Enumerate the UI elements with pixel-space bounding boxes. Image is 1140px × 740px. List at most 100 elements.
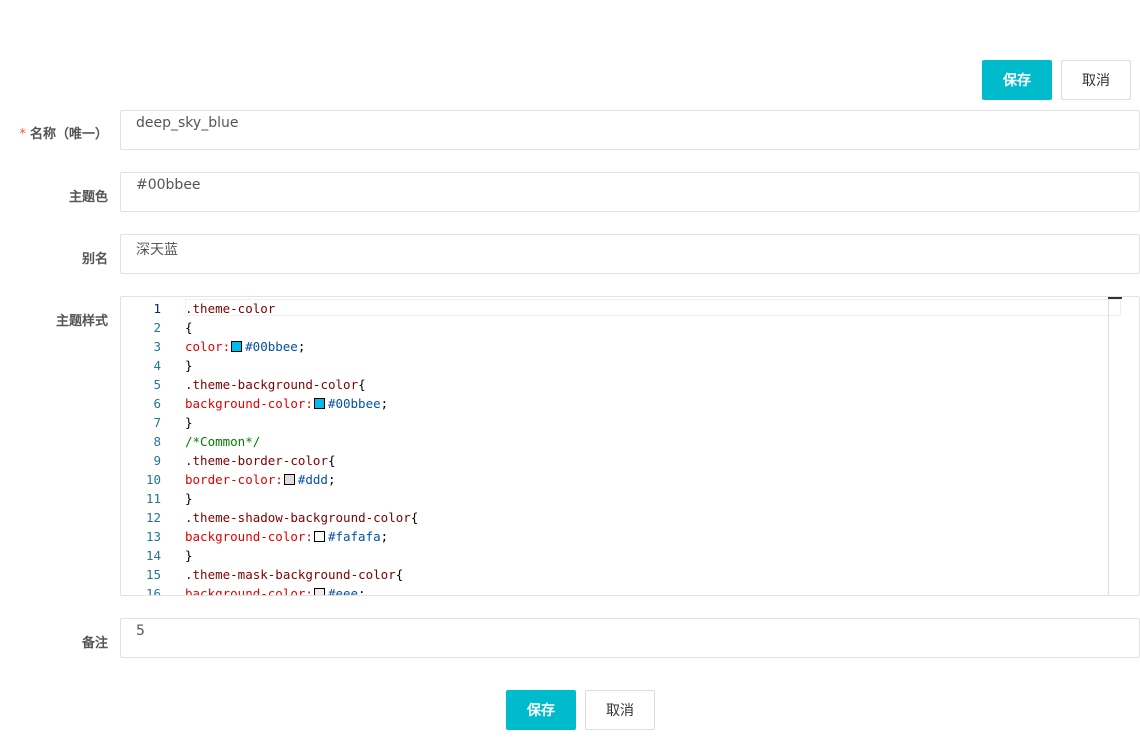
name-input[interactable]: deep_sky_blue [120, 110, 1140, 150]
code-text: .theme-shadow-background-color{ [185, 508, 418, 527]
remark-input[interactable]: 5 [120, 618, 1140, 658]
code-token: /*Common*/ [185, 434, 261, 449]
code-text: .theme-border-color{ [185, 451, 336, 470]
color-swatch-icon[interactable] [231, 341, 243, 352]
cancel-button-top[interactable]: 取消 [1061, 60, 1131, 100]
code-token: ; [358, 586, 366, 596]
code-text: color: #00bbee; [185, 337, 305, 356]
code-token: } [185, 415, 193, 430]
line-number: 8 [153, 434, 161, 449]
code-text: /*Common*/ [185, 432, 260, 451]
line-number: 14 [145, 548, 161, 563]
line-number: 15 [145, 567, 161, 582]
line-number: 2 [153, 320, 161, 335]
remark-label: 备注 [81, 636, 108, 651]
code-token: border-color: [185, 472, 283, 487]
code-token: .theme-background-color [185, 377, 359, 392]
code-text: border-color: #ddd; [185, 470, 335, 489]
color-swatch-icon[interactable] [313, 588, 325, 595]
code-token: .theme-shadow-background-color [185, 510, 411, 525]
code-token: } [185, 548, 193, 563]
code-token: ; [380, 529, 389, 544]
code-token: #fafafa [327, 529, 381, 544]
code-token: #00bbee [327, 396, 381, 411]
editor-scroll-thumb[interactable] [1108, 297, 1122, 299]
code-token: color: [185, 339, 231, 354]
save-button-top[interactable]: 保存 [982, 60, 1052, 100]
code-line[interactable]: 14} [121, 546, 1109, 565]
code-token: { [328, 453, 336, 468]
code-token: { [358, 377, 366, 392]
line-number: 6 [153, 396, 161, 411]
line-number: 5 [153, 377, 161, 392]
code-line[interactable]: 7} [121, 413, 1109, 432]
required-mark: * [19, 127, 26, 142]
code-token: ; [297, 339, 306, 354]
code-token: { [395, 567, 404, 582]
theme-style-label: 主题样式 [55, 314, 108, 329]
code-token: } [185, 491, 193, 506]
code-line[interactable]: 12 .theme-shadow-background-color{ [121, 508, 1109, 527]
code-token: ; [327, 472, 336, 487]
code-token: .theme-border-color [185, 453, 328, 468]
code-token: .theme-mask-background-color [185, 567, 396, 582]
code-line[interactable]: 6 background-color: #00bbee; [121, 394, 1109, 413]
code-line[interactable]: 3 color: #00bbee; [121, 337, 1109, 356]
code-line[interactable]: 9 .theme-border-color{ [121, 451, 1109, 470]
line-number: 4 [153, 358, 161, 373]
editor-vertical-scrollbar[interactable] [1108, 297, 1109, 595]
code-text: .theme-background-color{ [185, 375, 366, 394]
code-line[interactable]: 5 .theme-background-color{ [121, 375, 1109, 394]
code-token: ; [380, 396, 389, 411]
code-token: background-color: [185, 586, 313, 596]
alias-input[interactable]: 深天蓝 [120, 234, 1140, 274]
code-line[interactable]: 13 background-color: #fafafa; [121, 527, 1109, 546]
save-button-bottom[interactable]: 保存 [506, 690, 576, 730]
active-line-highlight [185, 299, 1121, 316]
theme-color-input[interactable]: #00bbee [120, 172, 1140, 212]
line-number: 1 [153, 301, 161, 316]
line-number: 10 [145, 472, 161, 487]
code-text: .theme-mask-background-color{ [185, 565, 403, 584]
code-token: background-color: [185, 396, 313, 411]
theme-color-label: 主题色 [68, 190, 108, 205]
code-text: } [185, 489, 193, 508]
code-text: .theme-color [185, 299, 275, 318]
line-number: 16 [145, 586, 161, 596]
line-number: 12 [145, 510, 161, 525]
code-token: { [185, 320, 193, 335]
line-number: 9 [153, 453, 161, 468]
code-token: } [185, 358, 193, 373]
line-number: 13 [145, 529, 161, 544]
color-swatch-icon[interactable] [313, 531, 325, 542]
code-text: background-color: #fafafa; [185, 527, 388, 546]
code-text: background-color:#eee; [185, 584, 366, 596]
code-token: background-color: [185, 529, 313, 544]
color-swatch-icon[interactable] [313, 398, 325, 409]
code-token: .theme-color [185, 301, 276, 316]
code-line[interactable]: 2{ [121, 318, 1109, 337]
line-number: 3 [153, 339, 161, 354]
code-token: #00bbee [245, 339, 298, 354]
color-swatch-icon[interactable] [283, 474, 295, 485]
code-line[interactable]: 16 background-color:#eee; [121, 584, 1109, 596]
code-text: { [185, 318, 193, 337]
code-text: } [185, 413, 193, 432]
code-line[interactable]: 1 .theme-color [121, 299, 1109, 318]
alias-label: 别名 [81, 252, 108, 267]
code-line[interactable]: 4} [121, 356, 1109, 375]
code-line[interactable]: 11} [121, 489, 1109, 508]
code-line[interactable]: 10 border-color: #ddd; [121, 470, 1109, 489]
code-text: background-color: #00bbee; [185, 394, 388, 413]
cancel-button-bottom[interactable]: 取消 [585, 690, 655, 730]
name-label-text: 名称（唯一） [29, 127, 108, 142]
code-line[interactable]: 15 .theme-mask-background-color{ [121, 565, 1109, 584]
name-label: *名称（唯一） [0, 123, 108, 142]
line-number: 11 [145, 491, 161, 506]
code-token: #ddd [297, 472, 328, 487]
code-token: { [410, 510, 419, 525]
code-line[interactable]: 8 /*Common*/ [121, 432, 1109, 451]
